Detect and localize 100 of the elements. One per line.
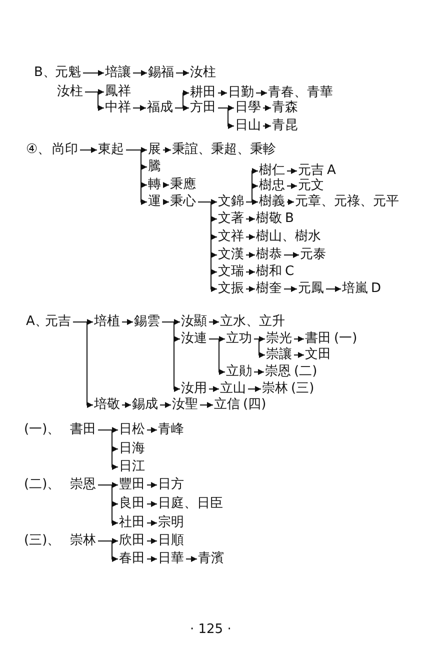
- person-name: 元魁: [55, 65, 81, 81]
- person-name: 立勛: [226, 364, 252, 380]
- arrow: [208, 319, 220, 325]
- arrow: [132, 105, 146, 111]
- arrow: [254, 369, 264, 375]
- arrow: [262, 123, 272, 129]
- section-marker: (二)、: [24, 477, 60, 493]
- arrow: [208, 386, 220, 392]
- arrow: [146, 482, 158, 488]
- person-name: 東起: [98, 142, 124, 158]
- person-name: 樹敬: [256, 211, 282, 226]
- person-name: 錫成: [132, 397, 158, 413]
- arrow: [160, 402, 172, 408]
- person-name: 樹忠: [259, 178, 285, 194]
- arrow: [146, 501, 158, 507]
- person-name: 立水、立升: [220, 314, 285, 330]
- reference-mark: A: [327, 163, 336, 178]
- person-name: 方田: [190, 100, 216, 116]
- arrow: [246, 286, 256, 292]
- arrow: [286, 183, 298, 189]
- arrow: [122, 402, 132, 408]
- arrow: [176, 70, 190, 76]
- arrow: [122, 319, 134, 325]
- arrow: [80, 147, 98, 153]
- person-name: 福成: [147, 100, 173, 116]
- person-name: 汝用: [181, 381, 207, 397]
- person-name: 良田: [119, 496, 145, 512]
- person-name: 文振: [218, 281, 244, 297]
- person-name: 社田: [119, 515, 145, 531]
- person-name: 日海: [119, 441, 145, 457]
- arrow: [246, 269, 256, 275]
- person-name: 青峰: [158, 422, 184, 438]
- arrow: [294, 336, 304, 342]
- arrow: [246, 199, 258, 205]
- arrow: [84, 92, 104, 111]
- arrow: [218, 90, 228, 96]
- arrow: [286, 199, 294, 205]
- person-name: 立功: [226, 331, 252, 347]
- person-name: 青濱: [198, 551, 224, 567]
- person-name: 秉誼、秉超、秉軫: [172, 142, 276, 158]
- person-name: 樹奎: [256, 281, 282, 297]
- reference-mark: B: [285, 211, 294, 226]
- person-name: 培嵐: [342, 281, 368, 296]
- arrow: [246, 252, 256, 258]
- person-name: 樹山、樹水: [256, 229, 321, 245]
- arrow: [162, 199, 170, 205]
- arrow: [132, 70, 148, 76]
- person-name: 文瑞: [218, 264, 244, 280]
- person-name: 日勤: [228, 85, 254, 101]
- person-name: 元章、元祿、元平: [295, 194, 399, 210]
- arrow: [186, 556, 198, 562]
- person-name: 崇光: [266, 331, 292, 347]
- person-name: 元吉: [45, 314, 71, 330]
- person-name: 日學: [235, 100, 261, 116]
- person-name: 汝顯: [181, 314, 207, 330]
- person-name: 崇恩: [70, 477, 96, 493]
- person-name: 崇林: [70, 533, 96, 549]
- arrow: [256, 90, 268, 96]
- arrow: [254, 338, 266, 358]
- person-name: 文著: [218, 211, 244, 227]
- person-name: 崇恩: [265, 364, 291, 379]
- person-name: 中祥: [105, 100, 131, 116]
- reference-mark: (四): [243, 397, 266, 412]
- person-name: 培讓: [105, 65, 131, 81]
- person-name: 錫雲: [134, 314, 160, 330]
- arrow: [146, 520, 158, 526]
- person-name: 汝柱: [57, 84, 83, 100]
- reference-mark: (二): [294, 364, 318, 379]
- section-marker: (三)、: [24, 533, 60, 549]
- arrow: [286, 168, 298, 174]
- person-name: 秉應: [170, 177, 196, 193]
- person-name: 日松: [119, 422, 145, 438]
- person-name: 青森: [272, 100, 298, 116]
- reference-mark: C: [285, 264, 294, 279]
- arrow: [246, 234, 256, 240]
- arrow: [146, 427, 158, 433]
- person-name: 展: [148, 142, 161, 158]
- arrow: [326, 286, 342, 292]
- person-name: 豐田: [119, 477, 145, 493]
- person-name: 崇讓: [266, 347, 292, 363]
- person-name: 元泰: [300, 247, 326, 263]
- arrow: [208, 338, 226, 375]
- person-name: 運: [148, 194, 161, 210]
- person-name: 培植: [94, 314, 120, 330]
- person-name: 培敬: [94, 397, 120, 413]
- arrow: [146, 556, 158, 562]
- person-name: 日山: [235, 118, 261, 134]
- page-number: · 125 ·: [190, 622, 232, 638]
- person-name: 尚印: [52, 142, 78, 158]
- person-name: 錫福: [148, 65, 174, 81]
- person-name: 欣田: [119, 533, 145, 549]
- person-name: 文錦: [218, 194, 244, 210]
- person-name: 汝連: [181, 331, 207, 347]
- person-name: 文田: [305, 347, 331, 363]
- person-name: 樹仁: [259, 163, 285, 179]
- person-name: 日順: [158, 533, 184, 549]
- reference-mark: D: [371, 281, 382, 296]
- person-name: 汝柱: [190, 65, 216, 81]
- arrow: [218, 108, 234, 129]
- arrow: [284, 286, 298, 292]
